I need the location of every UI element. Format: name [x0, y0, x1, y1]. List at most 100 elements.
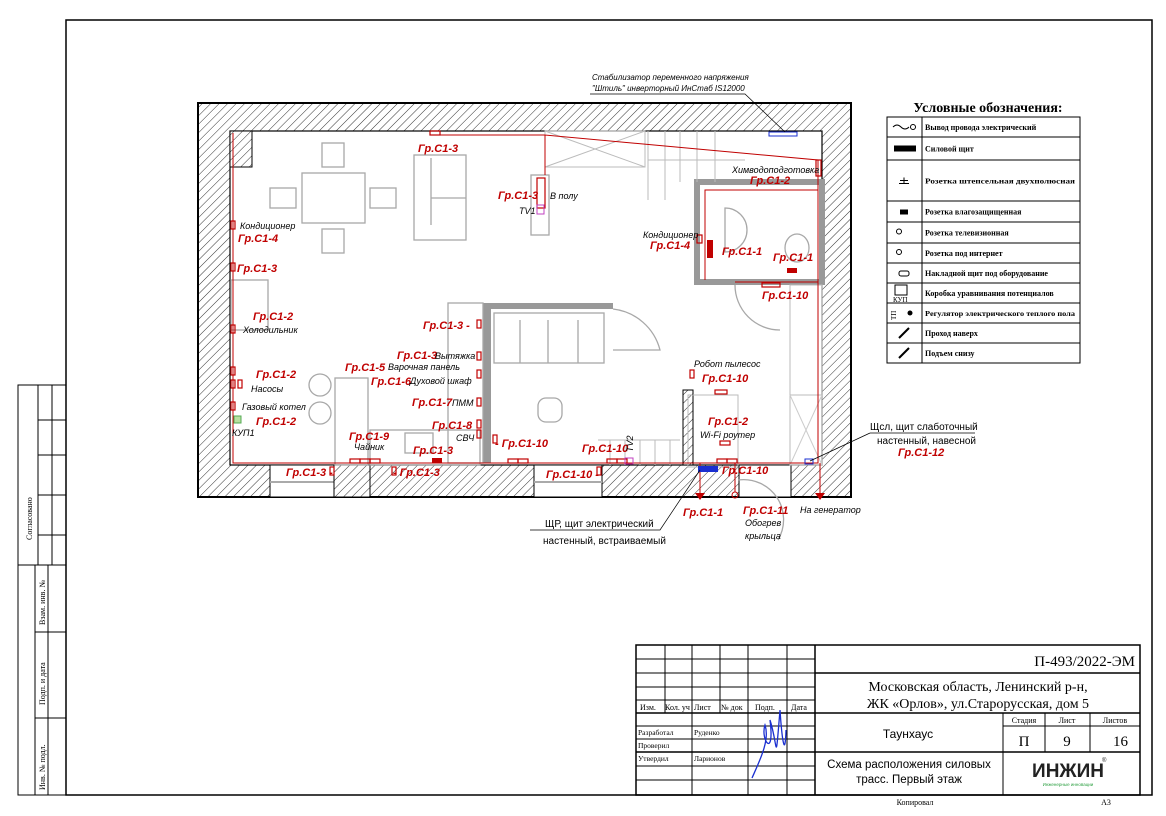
sheets-header: Листов [1103, 716, 1128, 725]
equipotential-box-icon [894, 284, 908, 296]
equipment-label: Чайник [354, 442, 385, 452]
legend-item-label: Регулятор электрического теплого пола [925, 310, 1076, 318]
signature [751, 709, 787, 779]
interior-space [229, 130, 823, 466]
role-approver: Утвердил [638, 754, 669, 763]
stamp-sign-date: Подп. и дата [38, 662, 47, 705]
sheet-title-line-2: трасс. Первый этаж [856, 774, 962, 786]
stabilizer-note: Стабилизатор переменного напряжения [592, 73, 749, 82]
stamp-agreed: Согласовано [25, 497, 34, 540]
circuit-label: Гр.С1-3 [418, 143, 458, 155]
circuit-label: - Гр.С1-3 [393, 467, 440, 479]
circuit-label: Гр.С1-2 [256, 369, 296, 381]
format-label: А3 [1101, 798, 1111, 807]
shr-note: ЩР, щит электрический [545, 519, 654, 530]
circuit-label: Гр.С1-1 [683, 507, 723, 519]
company-logo: ИНЖИН Инженерные инновации ® [1032, 757, 1107, 787]
sheet-value: 9 [1063, 734, 1071, 750]
circuit-label: Гр.С1-3 [498, 190, 538, 202]
equipment-label: СВЧ [456, 433, 475, 443]
legend-item-label: Силовой щит [925, 145, 974, 154]
circuit-label: Гр.С1-8 [432, 420, 473, 432]
circuit-label: - Гр.С1-10 [495, 438, 549, 450]
equipment-label: Химводоподготовка [731, 165, 819, 175]
copied-label: Копировал [897, 798, 934, 807]
tv-socket-icon [896, 228, 902, 235]
stabilizer-note-2: "Штиль" инверторный ИнСтаб IS12000 [592, 84, 745, 93]
equipment-label: Газовый котел [242, 402, 306, 412]
equipment-label: Wi-Fi роутер [700, 430, 755, 440]
circuit-label: Гр.С1-10 - [546, 469, 599, 481]
equipment-label: Холодильник [242, 325, 298, 335]
sheets-value: 16 [1113, 734, 1129, 750]
floor-heating-regulator-icon [907, 310, 913, 316]
circuit-label: Гр.С1-12 [898, 447, 944, 459]
shsl-note: Щсл, щит слаботочный [870, 421, 978, 433]
object-name: Таунхаус [883, 727, 933, 741]
circuit-label: Гр.С1-10 [762, 290, 809, 302]
circuit-label: Гр.С1-2 [253, 311, 293, 323]
legend-item-label: Коробка уравнивания потенциалов [925, 289, 1054, 298]
tv1-socket-icon [536, 204, 545, 215]
circuit-label: Гр.С1-11 [743, 505, 788, 517]
surface-panel-icon [898, 270, 910, 277]
circuit-label: Гр.С1-4 [650, 240, 690, 252]
power-panel-icon [894, 145, 916, 152]
circuit-label: Гр.С1-10 [722, 465, 769, 477]
kup-box-icon [233, 415, 242, 424]
doc-code: П-493/2022-ЭМ [1034, 654, 1135, 670]
equipment-label: В полу [550, 191, 578, 201]
legend-item-label: Розетка штепсельная двухполюсная [925, 178, 1075, 186]
legend-item-label: Розетка влагозащищенная [925, 208, 1022, 217]
legend-icon-tag: ТП [890, 311, 898, 320]
legend-item-label: Накладной щит под оборудование [925, 269, 1048, 278]
equipment-label: Обогрев [745, 518, 782, 528]
legend: Условные обозначения: Вывод провода элек… [886, 101, 1081, 364]
role-developer: Разработал [638, 728, 674, 737]
role-checker: Проверил [638, 741, 670, 750]
address-line-2: ЖК «Орлов», ул.Старорусская, дом 5 [867, 697, 1089, 712]
circuit-label: Гр.С1-2 [256, 416, 296, 428]
address-line-1: Московская область, Ленинский р-н, [868, 680, 1087, 695]
title-block [635, 644, 1141, 796]
circuit-label: Гр.С1-7 [412, 397, 453, 409]
stage-value: П [1019, 734, 1030, 750]
circuit-label: Гр.С1-6 [371, 376, 412, 388]
pass-up-icon [898, 327, 910, 339]
socket-icons [230, 130, 822, 476]
stabilizer-icon [768, 131, 798, 137]
equipment-label: КУП1 [232, 428, 255, 438]
header-doc: № док [721, 703, 743, 712]
circuit-label: Гр.С1-5 [345, 362, 386, 374]
stage-header: Стадия [1012, 716, 1037, 725]
wire-outlet-icon [892, 124, 916, 130]
circuit-label: Гр.С1-1 [773, 252, 813, 264]
circuit-label: Гр.С1-9 [349, 431, 390, 443]
equipment-label: TV2 [625, 435, 635, 452]
shr-note-2: настенный, встраиваемый [543, 536, 666, 547]
equipment-label: На генератор [800, 505, 861, 515]
equipment-label: Насосы [251, 384, 284, 394]
side-stamp: Согласовано Взам. инв. № Подп. и дата Ин… [17, 384, 67, 796]
circuit-label: Гр.С1-3 [397, 350, 437, 362]
stamp-inv-replace: Взам. инв. № [38, 580, 47, 625]
name-approver: Ларионов [694, 754, 726, 763]
shsl-note-2: настенный, навесной [877, 436, 976, 447]
equipment-label: крыльца [745, 531, 781, 541]
equipment-label: ПММ [452, 398, 474, 408]
circuit-label: Гр.С1-3 - [423, 320, 470, 332]
header-date: Дата [791, 703, 807, 712]
equipment-label: TV1 [519, 206, 536, 216]
legend-title: Условные обозначения: [913, 101, 1062, 116]
title-block-text: Изм. Кол. уч Лист № док Подп. Дата Разра… [638, 654, 1135, 807]
circuit-label: Гр.С1-2 [708, 416, 748, 428]
stamp-inv-orig: Инв. № подл. [38, 744, 47, 790]
equipment-label: Робот пылесос [694, 359, 761, 369]
circuit-label: Гр.С1-4 [238, 233, 278, 245]
svg-text:®: ® [1102, 757, 1107, 764]
circuit-label: Гр.С1-2 [750, 175, 790, 187]
shr-panel-icon [698, 466, 718, 472]
